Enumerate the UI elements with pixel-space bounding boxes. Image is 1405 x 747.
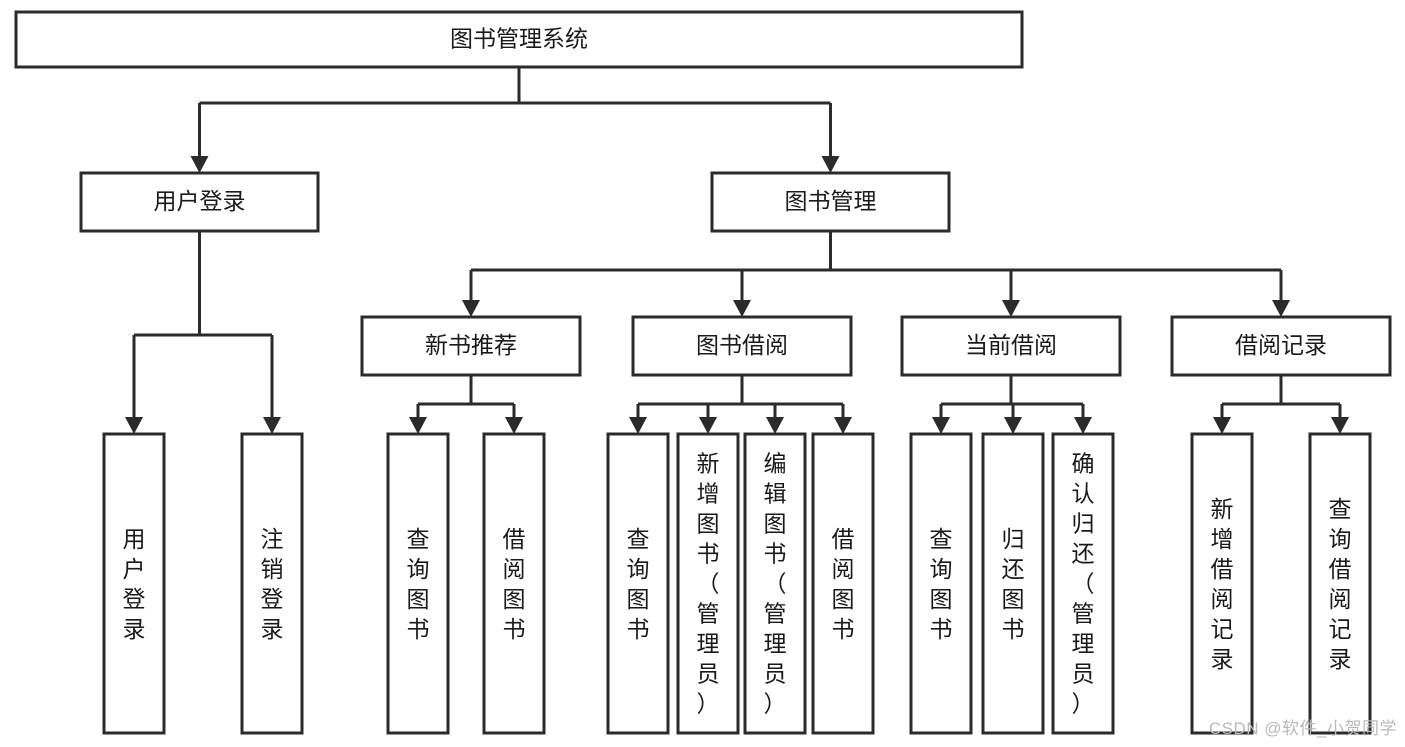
arrow-head-icon xyxy=(263,417,281,434)
root-node-book-management-system-box xyxy=(14,10,1024,69)
leaf-node-leaf-user-login-label: 用户登录 xyxy=(123,526,146,642)
leaf-node-leaf-confirm-return[interactable]: 确认归还（管理员） xyxy=(1051,432,1115,735)
nodes-layer: 图书管理系统用户登录图书管理新书推荐图书借阅当前借阅借阅记录用户登录注销登录查询… xyxy=(14,10,1392,735)
level3-node-current-borrow[interactable]: 当前借阅 xyxy=(900,315,1122,377)
level3-node-book-borrow-label: 图书借阅 xyxy=(696,332,788,358)
leaf-node-leaf-edit-book-label: 编辑图书（管理员） xyxy=(764,450,787,716)
leaf-node-leaf-query-book-rec[interactable]: 查询图书 xyxy=(386,432,450,735)
leaf-node-leaf-logout[interactable]: 注销登录 xyxy=(240,432,304,735)
leaf-node-leaf-borrow-book-box xyxy=(811,432,875,735)
root-node-book-management-system-label: 图书管理系统 xyxy=(450,26,588,52)
level3-node-borrow-record-box xyxy=(1170,315,1392,377)
leaf-node-leaf-borrow-book-rec[interactable]: 借阅图书 xyxy=(482,432,546,735)
leaf-node-leaf-user-login-box xyxy=(102,432,166,735)
arrow-head-icon xyxy=(409,417,427,434)
level2-node-user-login-label: 用户登录 xyxy=(154,188,246,214)
leaf-node-leaf-query-book-current-label: 查询图书 xyxy=(930,526,953,642)
leaf-node-leaf-return-book-box xyxy=(981,432,1045,735)
leaf-node-leaf-borrow-book-label: 借阅图书 xyxy=(832,526,855,642)
leaf-node-leaf-query-book-rec-box xyxy=(386,432,450,735)
arrow-head-icon xyxy=(1004,417,1022,434)
arrow-head-icon xyxy=(699,417,717,434)
leaf-node-leaf-query-book-borrow-label: 查询图书 xyxy=(627,526,650,642)
arrow-head-icon xyxy=(125,417,143,434)
level3-node-new-book-rec-box xyxy=(360,315,582,377)
arrow-head-icon xyxy=(629,417,647,434)
leaf-node-leaf-add-book[interactable]: 新增图书（管理员） xyxy=(676,432,740,735)
leaf-node-leaf-logout-label: 注销登录 xyxy=(261,526,284,642)
leaf-node-leaf-return-book[interactable]: 归还图书 xyxy=(981,432,1045,735)
arrow-head-icon xyxy=(1074,417,1092,434)
level3-node-current-borrow-box xyxy=(900,315,1122,377)
leaf-node-leaf-logout-box xyxy=(240,432,304,735)
level3-node-book-borrow[interactable]: 图书借阅 xyxy=(631,315,853,377)
leaf-node-leaf-query-book-rec-label: 查询图书 xyxy=(407,526,430,642)
level2-node-book-manage-box xyxy=(710,171,951,233)
arrow-head-icon xyxy=(190,156,209,173)
leaf-node-leaf-borrow-book-rec-label: 借阅图书 xyxy=(503,526,526,642)
level2-node-user-login-box xyxy=(79,171,320,233)
level2-node-book-manage-label: 图书管理 xyxy=(785,188,877,214)
leaf-node-leaf-query-record-box xyxy=(1308,432,1372,735)
leaf-node-leaf-edit-book-box xyxy=(743,432,807,735)
leaf-node-leaf-borrow-book-rec-box xyxy=(482,432,546,735)
leaf-node-leaf-add-book-box xyxy=(676,432,740,735)
arrow-head-icon xyxy=(1002,300,1020,317)
arrow-head-icon xyxy=(462,300,480,317)
arrow-head-icon xyxy=(932,417,950,434)
leaf-node-leaf-add-record-box xyxy=(1190,432,1254,735)
arrow-head-icon xyxy=(505,417,523,434)
level3-node-new-book-rec[interactable]: 新书推荐 xyxy=(360,315,582,377)
level2-node-book-manage[interactable]: 图书管理 xyxy=(710,171,951,233)
leaf-node-leaf-add-record[interactable]: 新增借阅记录 xyxy=(1190,432,1254,735)
connectors-layer xyxy=(125,67,1349,434)
level2-node-user-login[interactable]: 用户登录 xyxy=(79,171,320,233)
leaf-node-leaf-borrow-book[interactable]: 借阅图书 xyxy=(811,432,875,735)
level3-node-current-borrow-label: 当前借阅 xyxy=(965,332,1057,358)
leaf-node-leaf-query-book-current-box xyxy=(909,432,973,735)
leaf-node-leaf-user-login[interactable]: 用户登录 xyxy=(102,432,166,735)
arrow-head-icon xyxy=(733,300,751,317)
leaf-node-leaf-confirm-return-box xyxy=(1051,432,1115,735)
leaf-node-leaf-query-book-borrow[interactable]: 查询图书 xyxy=(606,432,670,735)
leaf-node-leaf-query-record[interactable]: 查询借阅记录 xyxy=(1308,432,1372,735)
leaf-node-leaf-query-record-label: 查询借阅记录 xyxy=(1329,496,1352,672)
arrow-head-icon xyxy=(766,417,784,434)
arrow-head-icon xyxy=(821,156,840,173)
leaf-node-leaf-return-book-label: 归还图书 xyxy=(1002,526,1025,642)
arrow-head-icon xyxy=(1331,417,1349,434)
leaf-node-leaf-confirm-return-label: 确认归还（管理员） xyxy=(1072,450,1095,716)
level3-node-new-book-rec-label: 新书推荐 xyxy=(425,332,517,358)
leaf-node-leaf-query-book-current[interactable]: 查询图书 xyxy=(909,432,973,735)
leaf-node-leaf-add-record-label: 新增借阅记录 xyxy=(1211,496,1234,672)
level3-node-borrow-record[interactable]: 借阅记录 xyxy=(1170,315,1392,377)
level3-node-book-borrow-box xyxy=(631,315,853,377)
leaf-node-leaf-edit-book[interactable]: 编辑图书（管理员） xyxy=(743,432,807,735)
leaf-node-leaf-query-book-borrow-box xyxy=(606,432,670,735)
level3-node-borrow-record-label: 借阅记录 xyxy=(1235,332,1327,358)
arrow-head-icon xyxy=(1213,417,1231,434)
root-node-book-management-system[interactable]: 图书管理系统 xyxy=(14,10,1024,69)
arrow-head-icon xyxy=(834,417,852,434)
arrow-head-icon xyxy=(1272,300,1290,317)
leaf-node-leaf-add-book-label: 新增图书（管理员） xyxy=(697,450,720,716)
